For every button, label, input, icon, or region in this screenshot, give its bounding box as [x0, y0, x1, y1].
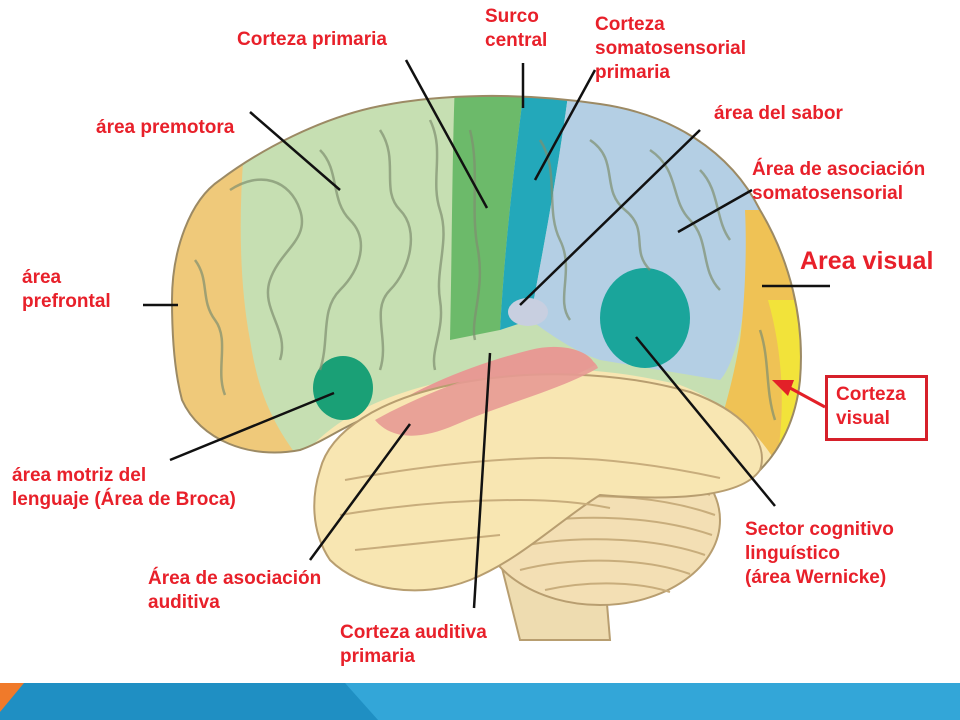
label-corteza-auditiva-primaria: Corteza auditiva primaria [340, 621, 487, 669]
label-line: somatosensorial [752, 183, 903, 204]
line-broca [169, 391, 335, 462]
label-area-asociacion-auditiva: Área de asociación auditiva [148, 567, 321, 615]
cerebrum-outline [170, 94, 802, 480]
label-line: central [485, 30, 548, 51]
region-wernicke [600, 268, 690, 368]
label-sector-cognitivo: Sector cognitivo linguístico (área Werni… [745, 518, 894, 590]
region-association-somatosensory [530, 95, 770, 380]
region-somatosensory [500, 95, 570, 330]
label-surco-central: Surco central [485, 5, 547, 53]
label-line: Corteza [595, 14, 665, 35]
label-line: Corteza [836, 384, 906, 405]
line-somatosensorial-primaria [533, 69, 597, 181]
label-line: primaria [340, 646, 415, 667]
label-corteza-visual: Corteza visual [836, 383, 906, 431]
line-auditiva-primaria [472, 352, 492, 609]
label-line: Corteza auditiva [340, 622, 487, 643]
label-line: lenguaje (Área de Broca) [12, 489, 236, 510]
line-area-sabor [519, 129, 701, 306]
leader-lines [143, 59, 830, 609]
label-line: somatosensorial [595, 38, 746, 59]
line-wernicke [635, 336, 776, 507]
label-area-del-sabor: área del sabor [714, 103, 843, 124]
label-line: prefrontal [22, 291, 111, 312]
label-area-broca: área motriz del lenguaje (Área de Broca) [12, 464, 236, 512]
region-primary-motor [450, 95, 525, 340]
visual-cortex-arrow [772, 380, 826, 409]
label-line: área motriz del [12, 465, 147, 486]
region-taste [508, 298, 548, 326]
label-line: linguístico [745, 543, 840, 564]
label-area-visual: Area visual [800, 247, 934, 275]
label-line: área [22, 267, 62, 288]
label-line: Área de asociación [148, 568, 322, 589]
label-line: visual [836, 408, 890, 429]
label-area-asociacion-somatosensorial: Área de asociación somatosensorial [752, 158, 925, 206]
label-line: Sector cognitivo [745, 519, 894, 540]
label-line: Surco [485, 6, 539, 27]
line-area-premotora [249, 111, 341, 191]
label-area-prefrontal: área prefrontal [22, 266, 111, 314]
label-line: Área de asociación [752, 159, 926, 180]
line-corteza-primaria [404, 59, 489, 209]
temporal-folds [339, 456, 721, 551]
label-line: primaria [595, 62, 670, 83]
corteza-visual-box [825, 375, 928, 441]
bottom-bar [0, 683, 960, 720]
label-area-premotora: área premotora [96, 117, 235, 138]
region-broca [313, 356, 373, 420]
label-corteza-somatosensorial-primaria: Corteza somatosensorial primaria [595, 13, 746, 85]
label-line: (área Wernicke) [745, 567, 887, 588]
line-asociacion-auditiva [308, 423, 412, 561]
label-line: auditiva [148, 592, 220, 613]
label-corteza-primaria: Corteza primaria [237, 29, 387, 50]
line-asociacion-somatosensorial [677, 188, 753, 234]
